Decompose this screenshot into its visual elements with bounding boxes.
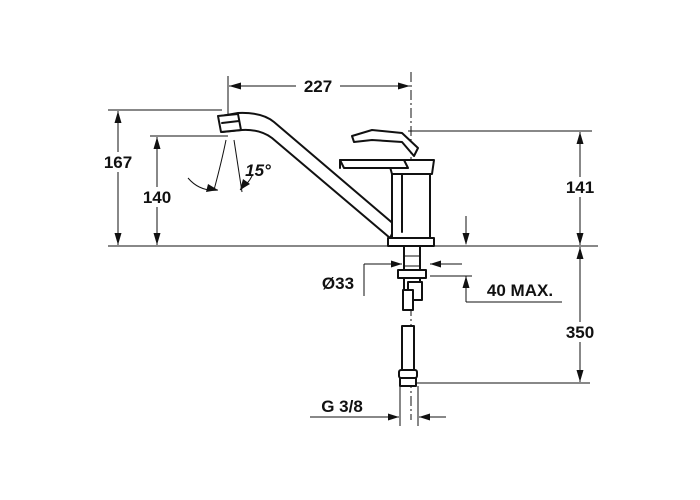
body-height-dimension: 141 xyxy=(562,132,598,245)
thread-label: G 3/8 xyxy=(321,397,363,416)
faucet-main-body xyxy=(391,167,431,241)
mounting-hardware xyxy=(397,245,427,387)
hose-length-dimension: 350 xyxy=(562,247,598,382)
faucet-body xyxy=(217,111,435,247)
hose-upper xyxy=(402,289,414,311)
hose-length-label: 350 xyxy=(566,323,594,342)
aerator-angle-label: 15° xyxy=(245,161,271,180)
hose-end-nut xyxy=(398,369,418,379)
max-thickness-label: 40 MAX. xyxy=(487,281,553,300)
hose-end-thread xyxy=(399,377,417,387)
lever-handle xyxy=(351,129,419,157)
mounting-nut xyxy=(397,269,427,279)
reach-dimension-label: 227 xyxy=(304,77,332,96)
hole-diameter-dimension: Ø33 xyxy=(322,260,462,296)
aerator-angle-indicator: 15° xyxy=(187,139,271,193)
lever-plate xyxy=(339,159,409,169)
reach-dimension: 227 xyxy=(229,76,410,96)
thread-dimension: G 3/8 xyxy=(310,386,446,426)
spout-height-dimension: 140 xyxy=(139,137,175,245)
total-height-dimension: 167 xyxy=(100,111,136,245)
max-thickness-dimension: 40 MAX. xyxy=(430,216,562,303)
hose-lower xyxy=(401,325,415,371)
hole-diameter-label: Ø33 xyxy=(322,274,354,293)
extension-lines xyxy=(108,76,598,384)
body-height-label: 141 xyxy=(566,178,594,197)
base-ring xyxy=(387,237,435,247)
spout-height-label: 140 xyxy=(143,188,171,207)
total-height-label: 167 xyxy=(104,153,132,172)
